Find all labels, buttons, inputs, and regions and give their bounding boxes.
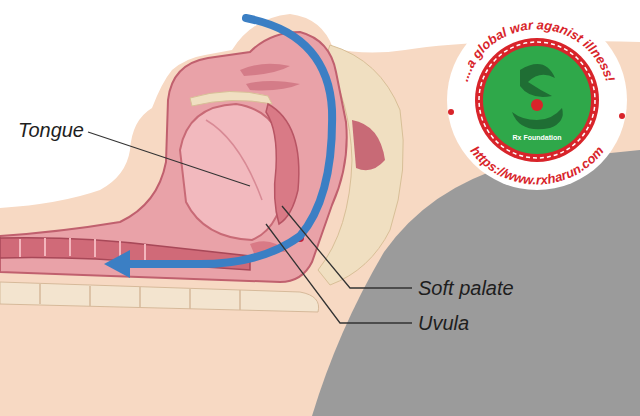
logo-dot: [619, 113, 625, 119]
logo-dash-ring: [479, 42, 595, 158]
vertebra-marks: [40, 284, 240, 310]
part-label: Tongue: [18, 119, 84, 141]
part-label: Uvula: [418, 312, 469, 334]
tongue-line: [206, 120, 262, 200]
watermark-url: https://www.rxharun.com: [467, 143, 607, 188]
spine: [0, 282, 319, 312]
logo-emblem: [512, 64, 563, 129]
airway-cavity: [0, 32, 347, 282]
nasal-turbinate: [240, 64, 290, 76]
nasal-turbinate: [246, 81, 300, 90]
logo-green: [483, 46, 591, 154]
airflow-arrow: [128, 18, 332, 264]
logo-ring: [475, 38, 599, 162]
logo-name: Rx Foundation: [513, 134, 562, 142]
sinus-cavity: [352, 120, 385, 170]
airflow-arrowhead: [104, 250, 130, 278]
tongue: [180, 104, 286, 240]
logo-ground: [447, 10, 627, 190]
watermark-text: ....a global war aganist illness!: [456, 17, 618, 84]
leader-lines: [88, 132, 412, 323]
logo-dot: [448, 109, 454, 115]
part-label: Soft palate: [418, 277, 514, 299]
head-skin: [0, 14, 640, 416]
